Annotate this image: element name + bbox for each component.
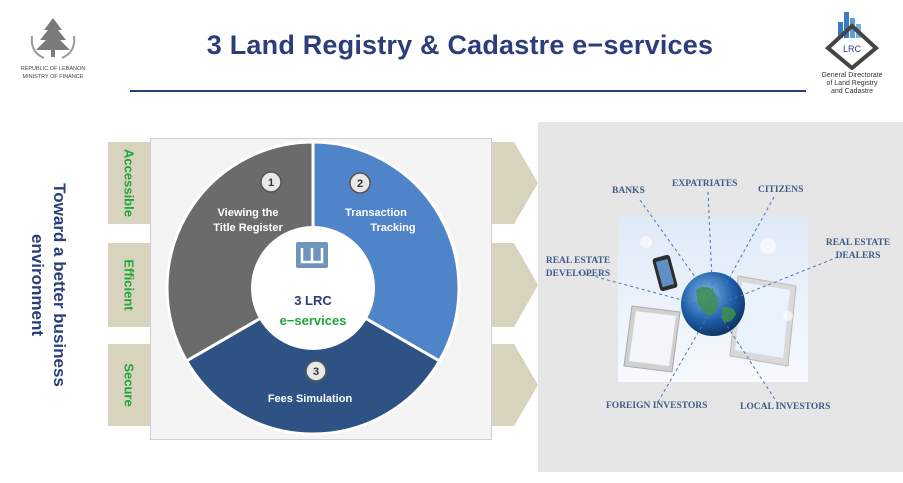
segment-label: Fees Simulation bbox=[268, 393, 353, 405]
wheel-center bbox=[251, 226, 375, 350]
center-line-1: 3 LRC bbox=[294, 293, 332, 308]
badge-number: 1 bbox=[268, 177, 274, 189]
segment-label: Title Register bbox=[213, 222, 283, 234]
logo-line-1: REPUBLIC OF LEBANON bbox=[20, 66, 86, 72]
audience-developers: REAL ESTATE DEVELOPERS bbox=[536, 255, 620, 281]
audience-dealers: REAL ESTATE DEALERS bbox=[816, 237, 900, 263]
audience-expatriates: EXPATRIATES bbox=[672, 179, 738, 189]
audience-line: DEVELOPERS bbox=[545, 269, 611, 279]
lrc-caption-line: and Cadastre bbox=[830, 88, 874, 95]
lrc-caption-line: of Land Registry bbox=[826, 80, 878, 87]
lrc-logo: LRC General Directorate of Land Registry… bbox=[806, 8, 898, 98]
badge-1: 1 bbox=[260, 171, 282, 193]
badge-number: 3 bbox=[313, 366, 319, 378]
badge-2: 2 bbox=[349, 172, 371, 194]
arrow-accessible-icon bbox=[492, 142, 538, 224]
tagline: Toward a better business environment bbox=[18, 160, 78, 410]
segment-label: Viewing the bbox=[218, 207, 279, 219]
pillar-efficient: Efficient bbox=[108, 243, 150, 327]
pillar-label: Efficient bbox=[121, 259, 137, 311]
lrc-emblem-icon: LRC bbox=[824, 12, 880, 71]
pillar-label: Accessible bbox=[121, 149, 137, 217]
audience-banks: BANKS bbox=[612, 186, 645, 196]
pillar-accessible: Accessible bbox=[108, 142, 150, 224]
audience-foreign-investors: FOREIGN INVESTORS bbox=[606, 401, 708, 411]
pillar-label: Secure bbox=[121, 363, 137, 407]
globe-devices-photo bbox=[618, 216, 808, 382]
ministry-of-finance-logo: REPUBLIC OF LEBANON MINISTRY OF FINANCE bbox=[14, 14, 92, 90]
badge-number: 2 bbox=[357, 178, 363, 190]
audience-local-investors: LOCAL INVESTORS bbox=[740, 402, 831, 412]
tagline-line-2: environment bbox=[28, 233, 47, 337]
connector-lines bbox=[577, 191, 839, 405]
audience-line: DEALERS bbox=[835, 251, 881, 261]
page-title: 3 Land Registry & Cadastre e−services bbox=[206, 30, 714, 60]
arrow-secure-icon bbox=[492, 344, 538, 426]
segment-label: Tracking bbox=[370, 222, 415, 234]
audience-line: REAL ESTATE bbox=[825, 238, 891, 248]
lrc-badge-text: LRC bbox=[843, 44, 862, 54]
logo-line-2: MINISTRY OF FINANCE bbox=[22, 74, 84, 80]
lrc-caption-line: General Directorate bbox=[821, 72, 883, 79]
lrc-caption: General Directorate of Land Registry and… bbox=[806, 72, 898, 96]
center-line-2: e−services bbox=[280, 313, 347, 328]
lrc-e-services-icon bbox=[296, 242, 328, 268]
segment-label: Transaction bbox=[345, 207, 407, 219]
tagline-line-1: Toward a better business bbox=[50, 183, 69, 387]
audience-citizens: CITIZENS bbox=[758, 185, 804, 195]
title-divider bbox=[130, 90, 806, 92]
arrow-efficient-icon bbox=[492, 243, 538, 327]
tagline-text: Toward a better business environment bbox=[26, 183, 70, 387]
services-wheel: 3 LRC e−services 1 2 3 Viewing the Title… bbox=[165, 140, 461, 436]
audience-line: REAL ESTATE bbox=[545, 256, 611, 266]
pillar-secure: Secure bbox=[108, 344, 150, 426]
cedar-emblem-icon bbox=[30, 18, 76, 59]
badge-3: 3 bbox=[305, 360, 327, 382]
